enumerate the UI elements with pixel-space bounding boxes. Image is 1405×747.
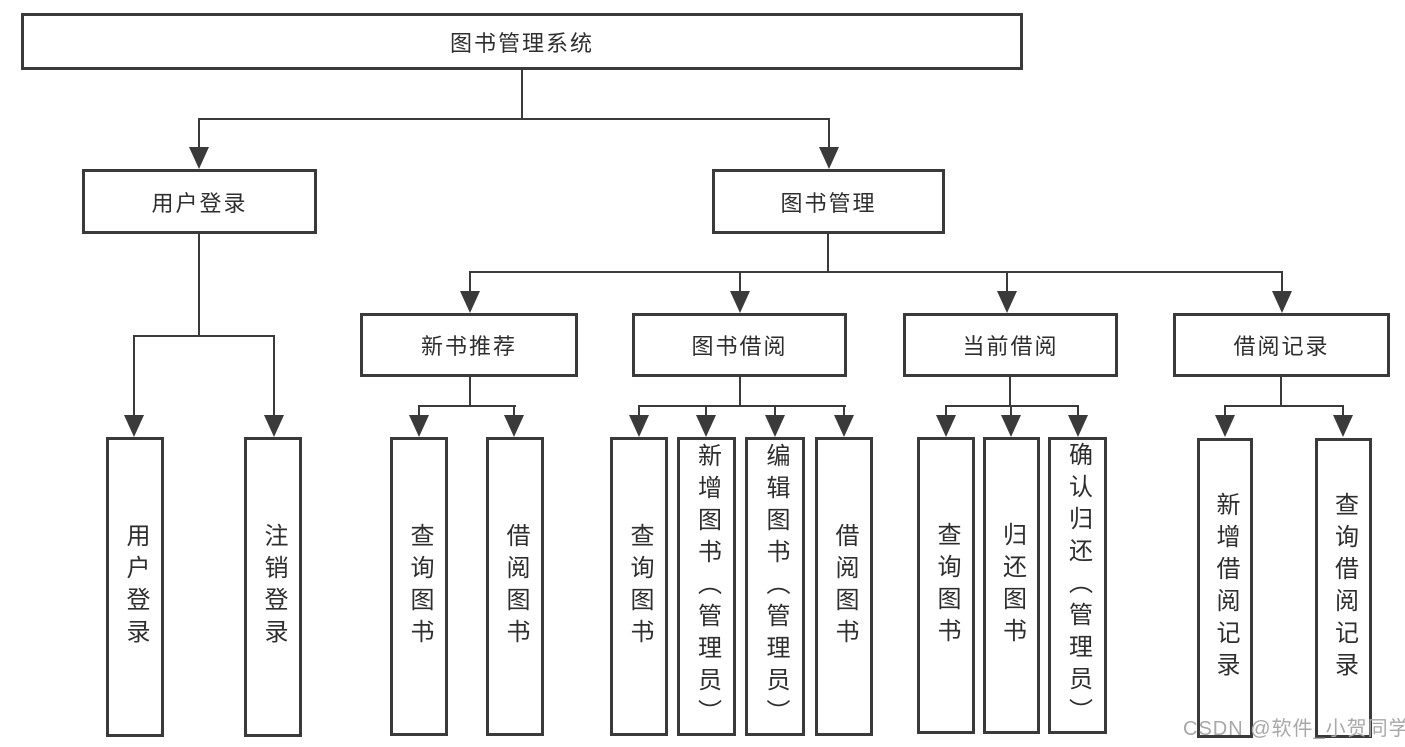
leaf-logout: 注销登录 <box>244 437 302 737</box>
node-label: 确认归还（管理员） <box>1064 441 1092 730</box>
connector-line <box>198 233 200 337</box>
leaf-edit-books-admin: 编辑图书（管理员） <box>745 437 805 736</box>
leaf-user-login: 用户登录 <box>106 437 164 737</box>
arrowhead-icon <box>504 415 524 437</box>
node-label: 查询图书 <box>406 522 433 651</box>
node-label: 新增借阅记录 <box>1212 492 1239 684</box>
node-label: 注销登录 <box>260 523 287 651</box>
arrowhead-icon <box>1333 415 1353 437</box>
arrowhead-icon <box>1068 415 1088 437</box>
arrowhead-icon <box>124 415 144 437</box>
node-label: 编辑图书（管理员） <box>762 442 789 731</box>
node-label: 借阅图书 <box>831 522 858 651</box>
connector-line <box>469 377 471 407</box>
leaf-borrow-books-recommend: 借阅图书 <box>486 437 544 736</box>
connector-line <box>774 405 776 419</box>
connector-line <box>513 405 515 419</box>
node-label: 当前借阅 <box>962 334 1059 359</box>
arrowhead-icon <box>1272 291 1292 313</box>
connector-line <box>273 335 275 418</box>
csdn-watermark: CSDN @软件_小贺同学 <box>1183 718 1405 740</box>
leaf-borrow-books: 借阅图书 <box>815 437 873 736</box>
connector-line <box>1224 405 1344 407</box>
connector-line <box>1281 271 1283 293</box>
leaf-add-books-admin: 新增图书（管理员） <box>677 437 736 736</box>
node-label: 查询图书 <box>626 522 653 651</box>
connector-line <box>133 335 135 418</box>
connector-line <box>827 233 829 273</box>
connector-line <box>521 69 523 119</box>
node-borrowing-records: 借阅记录 <box>1173 313 1390 377</box>
connector-line <box>418 405 420 419</box>
node-label: 归还图书 <box>998 521 1026 650</box>
leaf-query-books-current: 查询图书 <box>917 437 975 734</box>
node-label: 查询借阅记录 <box>1330 492 1358 684</box>
arrowhead-icon <box>765 415 785 437</box>
arrowhead-icon <box>730 291 750 313</box>
leaf-query-books-recommend: 查询图书 <box>390 437 448 736</box>
connector-line <box>638 405 846 407</box>
connector-line <box>828 118 830 150</box>
node-book-borrowing: 图书借阅 <box>632 313 847 377</box>
node-label: 图书管理系统 <box>449 30 594 56</box>
arrowhead-icon <box>264 415 284 437</box>
arrowhead-icon <box>189 147 209 169</box>
node-label: 用户登录 <box>151 190 248 216</box>
node-label: 图书管理 <box>780 190 877 216</box>
connector-line <box>1009 377 1011 407</box>
node-current-borrowing: 当前借阅 <box>903 313 1118 377</box>
node-book-management-module: 图书管理 <box>712 169 945 234</box>
node-label: 借阅图书 <box>502 522 529 651</box>
connector-line <box>1342 405 1344 419</box>
connector-line <box>418 405 516 407</box>
leaf-confirm-return-admin: 确认归还（管理员） <box>1048 437 1107 734</box>
node-new-book-recommend: 新书推荐 <box>360 313 578 377</box>
connector-line <box>705 405 707 419</box>
connector-line <box>739 271 741 293</box>
connector-line <box>1010 405 1012 419</box>
arrowhead-icon <box>834 415 854 437</box>
connector-line <box>843 405 845 419</box>
leaf-add-borrow-record: 新增借阅记录 <box>1197 438 1253 738</box>
arrowhead-icon <box>1215 415 1235 437</box>
node-label: 图书借阅 <box>691 334 788 359</box>
connector-line <box>1006 271 1008 293</box>
connector-line <box>1077 405 1079 419</box>
node-user-login-module: 用户登录 <box>82 169 317 234</box>
arrowhead-icon <box>997 291 1017 313</box>
connector-line <box>469 271 471 293</box>
connector-line <box>945 405 1079 407</box>
arrowhead-icon <box>696 415 716 437</box>
arrowhead-icon <box>629 415 649 437</box>
arrowhead-icon <box>819 147 839 169</box>
node-label: 新书推荐 <box>420 334 517 359</box>
node-label: 新增图书（管理员） <box>693 442 721 731</box>
arrowhead-icon <box>409 415 429 437</box>
leaf-return-books: 归还图书 <box>983 437 1040 734</box>
connector-line <box>638 405 640 419</box>
connector-line <box>133 335 275 337</box>
node-label: 借阅记录 <box>1233 334 1330 359</box>
arrowhead-icon <box>936 415 956 437</box>
connector-line <box>1224 405 1226 419</box>
arrowhead-icon <box>1001 415 1021 437</box>
connector-line <box>198 118 830 120</box>
leaf-query-borrow-record: 查询借阅记录 <box>1315 438 1372 738</box>
connector-line <box>198 118 200 150</box>
node-label: 用户登录 <box>122 523 149 651</box>
node-root-system: 图书管理系统 <box>21 13 1023 70</box>
node-label: 查询图书 <box>933 521 960 650</box>
leaf-query-books-borrow: 查询图书 <box>610 437 668 736</box>
connector-line <box>739 377 741 407</box>
connector-line <box>469 271 1283 273</box>
arrowhead-icon <box>460 291 480 313</box>
connector-line <box>1280 377 1282 407</box>
connector-line <box>945 405 947 419</box>
